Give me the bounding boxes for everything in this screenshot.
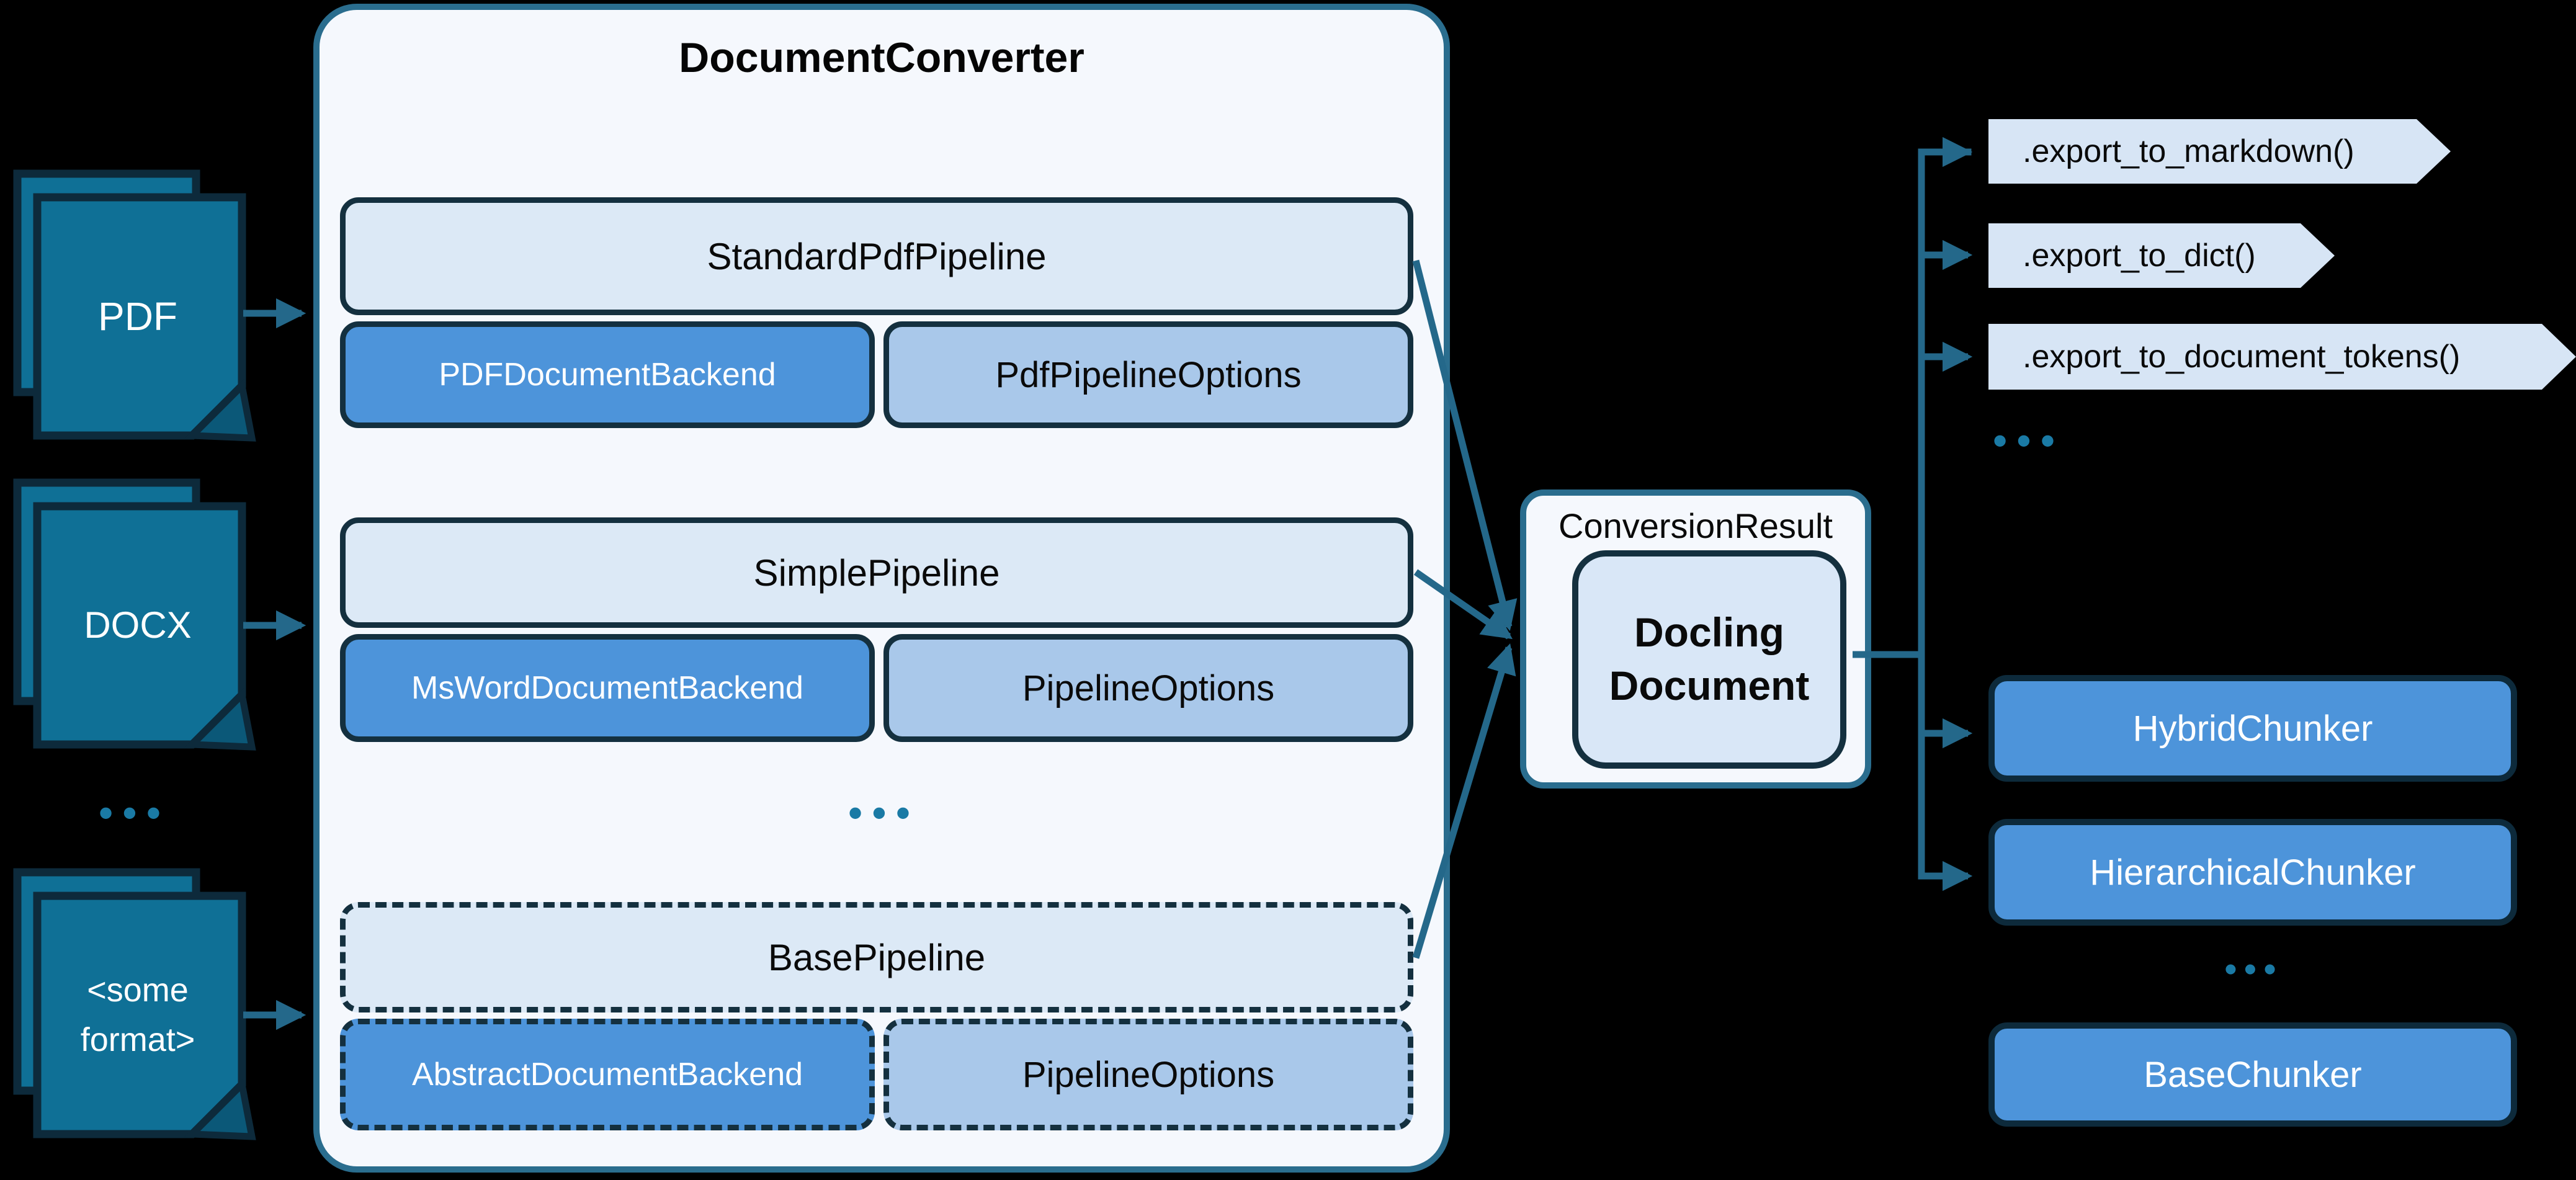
some-format-icon-label-line1: <some xyxy=(87,972,189,1009)
abstract-pipeline-options-box: PipelineOptions xyxy=(883,1019,1413,1130)
simple-pipeline-box: SimplePipeline xyxy=(340,517,1413,628)
docling-document-label: Docling Document xyxy=(1609,606,1810,713)
docx-page-fold xyxy=(184,687,256,751)
base-chunker-box: BaseChunker xyxy=(1988,1022,2517,1127)
docx-documents-icon: DOCX xyxy=(13,478,256,751)
output-trunk-and-markdown-branch xyxy=(1918,136,1973,880)
pdf-documents-icon: PDF xyxy=(13,169,256,442)
docling-document-label-line1: Docling xyxy=(1634,609,1784,656)
inputs-ellipsis: ••• xyxy=(99,790,171,835)
standard-pipeline-result-arrow xyxy=(1412,259,1518,632)
pdf-icon-label: PDF xyxy=(98,294,177,339)
docx-icon-label: DOCX xyxy=(84,604,191,646)
msword-document-backend-box: MsWordDocumentBackend xyxy=(340,634,875,742)
base-pipeline-box: BasePipeline xyxy=(340,902,1413,1012)
some-format-documents-icon: <some format> xyxy=(13,868,256,1140)
simple-pipeline-result-arrow xyxy=(1413,569,1513,640)
standard-pdf-pipeline-box: StandardPdfPipeline xyxy=(340,197,1413,315)
pdf-page-fold xyxy=(184,378,256,442)
some-format-icon-label-line2: format> xyxy=(81,1021,195,1058)
conversion-result-label: ConversionResult xyxy=(1559,506,1833,545)
pdf-pipeline-options-box: PdfPipelineOptions xyxy=(883,321,1413,428)
document-converter-title: DocumentConverter xyxy=(679,34,1085,81)
export-to-dict-chevron: .export_to_dict() xyxy=(1988,223,2335,288)
pipeline-options-box: PipelineOptions xyxy=(883,634,1413,742)
exports-ellipsis: ••• xyxy=(1993,418,2065,463)
pipelines-ellipsis: ••• xyxy=(848,790,920,835)
hierarchical-chunker-box: HierarchicalChunker xyxy=(1988,819,2517,926)
some-format-page-fold xyxy=(184,1077,256,1140)
abstract-document-backend-box: AbstractDocumentBackend xyxy=(340,1019,875,1130)
chunkers-ellipsis: ••• xyxy=(2224,949,2284,988)
pdf-document-backend-box: PDFDocumentBackend xyxy=(340,321,875,428)
base-pipeline-result-arrow xyxy=(1412,643,1516,959)
export-to-markdown-chevron: .export_to_markdown() xyxy=(1988,119,2451,184)
export-to-document-tokens-chevron: .export_to_document_tokens() xyxy=(1988,324,2576,390)
docling-document-label-line2: Document xyxy=(1609,663,1810,708)
hybrid-chunker-box: HybridChunker xyxy=(1988,675,2517,782)
docling-document-box: Docling Document xyxy=(1572,550,1846,769)
